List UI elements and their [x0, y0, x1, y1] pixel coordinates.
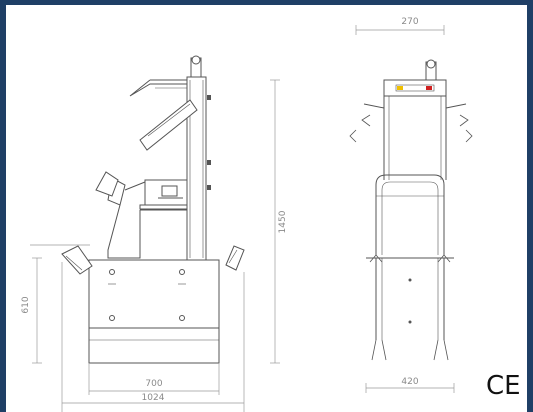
front-dimension-labels: 1450 610 700 1024 [21, 210, 288, 403]
base-height-label: 610 [21, 296, 31, 313]
side-dimensions [355, 25, 455, 393]
bottom-width-label: 420 [401, 377, 418, 387]
upper-column [186, 55, 211, 261]
front-dimensions [30, 79, 280, 412]
overall-width-label: 1024 [142, 393, 165, 403]
right-tray [225, 245, 245, 271]
base-width-label: 700 [145, 379, 162, 389]
side-view [349, 59, 473, 361]
side-column [349, 96, 473, 180]
top-width-label: 270 [401, 17, 418, 27]
side-dimension-labels: 270 420 [401, 17, 418, 387]
overall-height-label: 1450 [278, 210, 288, 233]
left-tray [61, 245, 93, 275]
side-handle-frame [375, 174, 445, 255]
side-base [366, 254, 454, 361]
work-area [95, 171, 188, 259]
base-cabinet [88, 259, 220, 364]
side-head [383, 59, 447, 97]
front-view [61, 55, 245, 364]
top-hood [129, 79, 198, 151]
ce-mark: CE [486, 371, 521, 401]
